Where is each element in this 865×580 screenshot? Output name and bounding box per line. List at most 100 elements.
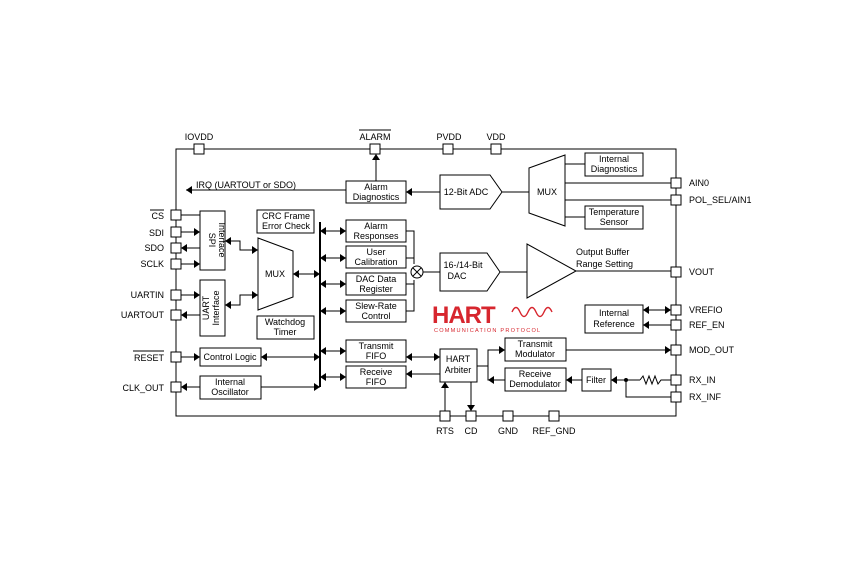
pin-pol-sel: POL_SEL/AIN1	[670, 194, 752, 206]
control-logic-label: Control Logic	[203, 352, 257, 362]
crc-label-2: Error Check	[262, 221, 311, 231]
oscillator-label-1: Internal	[215, 377, 245, 387]
tx-fifo-label-2: FIFO	[366, 351, 387, 361]
pin-pvdd: PVDD	[436, 132, 462, 155]
rx-fifo-label-2: FIFO	[366, 377, 387, 387]
dac-data-register-block: DAC Data Register	[345, 272, 407, 296]
pin-ain0: AIN0	[670, 177, 709, 189]
pin-cs: CS	[150, 209, 182, 221]
internal-diagnostics-block: Internal Diagnostics	[584, 152, 644, 177]
pin-cd: CD	[465, 410, 478, 436]
tx-fifo-label-1: Transmit	[359, 341, 394, 351]
dac-reg-label-1: DAC Data	[356, 274, 397, 284]
pin-label-gnd: GND	[498, 426, 519, 436]
pin-alarm: ALARM	[359, 129, 391, 155]
control-logic-block: Control Logic	[199, 347, 262, 367]
pin-uartout: UARTOUT	[121, 309, 182, 321]
pin-label-pol-sel: POL_SEL/AIN1	[689, 195, 752, 205]
pin-label-iovdd: IOVDD	[185, 132, 214, 142]
user-cal-label-2: Calibration	[354, 257, 397, 267]
pin-uartin: UARTIN	[131, 289, 182, 301]
pin-label-cs: CS	[151, 211, 164, 221]
pin-label-vout: VOUT	[689, 267, 715, 277]
hart-logo: HART COMMUNICATION PROTOCOL	[432, 302, 553, 334]
hart-logo-word: HART	[432, 302, 496, 329]
left-mux-label: MUX	[265, 269, 285, 279]
uart-label-1: UART	[201, 295, 211, 320]
pin-vrefio: VREFIO	[670, 304, 723, 316]
pin-label-vdd: VDD	[486, 132, 506, 142]
pin-mod-out: MOD_OUT	[670, 344, 735, 356]
pin-label-mod-out: MOD_OUT	[689, 345, 735, 355]
uart-label-2: Interface	[211, 290, 221, 325]
pin-label-uartin: UARTIN	[131, 290, 164, 300]
pin-label-ain0: AIN0	[689, 178, 709, 188]
hart-logo-tagline: COMMUNICATION PROTOCOL	[434, 328, 541, 334]
pin-label-ref-gnd: REF_GND	[532, 426, 576, 436]
resistor-symbol	[639, 374, 671, 386]
pin-label-rx-inf: RX_INF	[689, 392, 722, 402]
spi-label-2: Interface	[217, 222, 227, 257]
pin-label-sclk: SCLK	[140, 259, 164, 269]
slew-label-2: Control	[361, 311, 390, 321]
alarm-diag-label-1: Alarm	[364, 182, 388, 192]
pin-vdd: VDD	[486, 132, 506, 155]
alarm-diagnostics-block: Alarm Diagnostics	[345, 180, 407, 204]
alarm-responses-block: Alarm Responses	[345, 219, 407, 243]
pin-label-alarm: ALARM	[359, 132, 390, 142]
pin-reset: RESET	[133, 350, 182, 363]
pin-clk-out: CLK_OUT	[122, 381, 182, 393]
slew-label-1: Slew-Rate	[355, 301, 397, 311]
dac-block: 16-/14-Bit DAC	[439, 252, 501, 292]
alarm-resp-label-1: Alarm	[364, 221, 388, 231]
user-cal-label-1: User	[366, 247, 385, 257]
crc-label-1: CRC Frame	[262, 211, 310, 221]
pin-label-uartout: UARTOUT	[121, 310, 165, 320]
dac-reg-label-2: Register	[359, 284, 393, 294]
transmit-fifo-block: Transmit FIFO	[345, 339, 407, 363]
temperature-sensor-block: Temperature Sensor	[584, 205, 644, 230]
tx-mod-label-1: Transmit	[518, 339, 553, 349]
receive-fifo-block: Receive FIFO	[345, 365, 407, 389]
int-ref-label-1: Internal	[599, 308, 629, 318]
filter-label: Filter	[586, 375, 606, 385]
chip-outline	[175, 148, 677, 417]
spi-label-1: SPI	[207, 233, 217, 248]
right-mux-label: MUX	[537, 187, 557, 197]
rx-demod-label-1: Receive	[519, 369, 552, 379]
pin-rts: RTS	[436, 410, 454, 436]
pin-sdi: SDI	[149, 226, 182, 238]
multiplier-node	[410, 265, 424, 279]
dac-label-1: 16-/14-Bit	[443, 260, 483, 270]
int-diag-label-1: Internal	[599, 154, 629, 164]
pin-label-reset: RESET	[134, 353, 165, 363]
hart-arbiter-block: HART Arbiter	[439, 348, 478, 383]
internal-reference-block: Internal Reference	[584, 304, 644, 334]
pin-iovdd: IOVDD	[185, 132, 214, 155]
watchdog-label-1: Watchdog	[265, 317, 305, 327]
int-ref-label-2: Reference	[593, 319, 635, 329]
slew-rate-control-block: Slew-Rate Control	[345, 299, 407, 323]
output-buffer-amplifier	[526, 243, 578, 299]
oscillator-label-2: Oscillator	[211, 387, 249, 397]
receive-demodulator-block: Receive Demodulator	[504, 367, 567, 392]
adc-block: 12-Bit ADC	[439, 174, 503, 210]
alarm-resp-label-2: Responses	[353, 231, 399, 241]
watchdog-timer-block: Watchdog Timer	[256, 315, 315, 340]
user-calibration-block: User Calibration	[345, 245, 407, 269]
pin-vout: VOUT	[670, 266, 715, 278]
alarm-diag-label-2: Diagnostics	[353, 192, 400, 202]
pin-sclk: SCLK	[140, 258, 182, 270]
rx-demod-label-2: Demodulator	[509, 379, 561, 389]
crc-frame-block: CRC Frame Error Check	[256, 209, 315, 234]
transmit-modulator-block: Transmit Modulator	[504, 337, 567, 362]
pin-rx-inf: RX_INF	[670, 391, 722, 403]
output-buffer-label-2: Range Setting	[576, 259, 633, 269]
pin-ref-en: REF_EN	[670, 319, 725, 331]
dac-label-2: DAC	[447, 271, 467, 281]
internal-oscillator-block: Internal Oscillator	[199, 375, 262, 400]
hart-arbiter-label-1: HART	[446, 354, 471, 364]
pin-label-cd: CD	[465, 426, 478, 436]
pin-label-rts: RTS	[436, 426, 454, 436]
